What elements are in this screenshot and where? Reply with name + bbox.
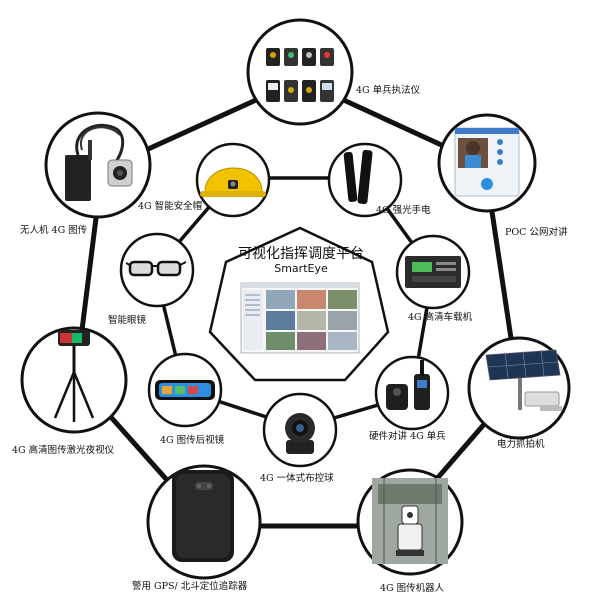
label-night-vision: 4G 高清图传激光夜视仪: [12, 445, 115, 456]
flashlight-icon: [343, 149, 373, 205]
label-ptz-ball: 4G 一体式布控球: [260, 473, 334, 484]
label-hardware-intercom: 硬件对讲 4G 单兵: [369, 431, 446, 442]
label-flashlight: 4G 强光手电: [376, 205, 431, 216]
label-power-capture: 电力抓拍机: [497, 439, 545, 450]
poc-intercom-node: [437, 113, 537, 213]
vehicle-recorder-node: [395, 234, 471, 310]
label-poc-intercom: POC 公网对讲: [505, 227, 568, 238]
gps-tracker-node: [146, 464, 262, 580]
ptz-ball-node: [262, 392, 338, 468]
safety-helmet-icon: [200, 167, 266, 197]
label-safety-helmet: 4G 智能安全帽: [138, 201, 203, 212]
platform-subtitle: SmartEye: [274, 262, 328, 275]
platform-title: 可视化指挥调度平台: [238, 246, 364, 262]
rearview-mirror-node: [147, 352, 223, 428]
drone-transmitter-icon: [65, 123, 133, 201]
poc-phone-icon: [454, 127, 520, 197]
smart-glasses-node: [119, 232, 195, 308]
label-body-camera: 4G 单兵执法仪: [356, 85, 421, 96]
flashlight-node: [327, 142, 403, 218]
tripod-camera-icon: [53, 330, 95, 422]
robot-icon: [372, 478, 448, 564]
night-vision-node: [20, 326, 128, 434]
drone-node: [44, 111, 152, 219]
platform-screenshot: [240, 282, 360, 354]
vehicle-dvr-icon: [405, 256, 461, 288]
power-capture-node: [467, 336, 571, 440]
ptz-dome-icon: [285, 413, 315, 454]
body-camera-node: [246, 18, 354, 126]
label-drone: 无人机 4G 图传: [20, 225, 88, 236]
hardware-intercom-node: [374, 355, 450, 431]
label-gps-tracker: 警用 GPS/ 北斗定位追踪器: [132, 581, 248, 592]
smart-glasses-icon: [125, 260, 187, 277]
label-rearview-mirror: 4G 图传后视镜: [160, 435, 225, 446]
label-smart-glasses: 智能眼镜: [108, 315, 147, 326]
label-vehicle-recorder: 4G 高清车载机: [408, 312, 473, 323]
label-robot: 4G 图传机器人: [380, 583, 445, 594]
gps-tracker-icon: [172, 470, 234, 562]
safety-helmet-node: [195, 142, 271, 218]
solar-camera-icon: [485, 349, 562, 411]
body-camera-set-icon: [266, 48, 334, 102]
walkie-talkie-icon: [386, 360, 430, 410]
robot-node: [356, 468, 464, 576]
rearview-mirror-icon: [155, 380, 215, 400]
